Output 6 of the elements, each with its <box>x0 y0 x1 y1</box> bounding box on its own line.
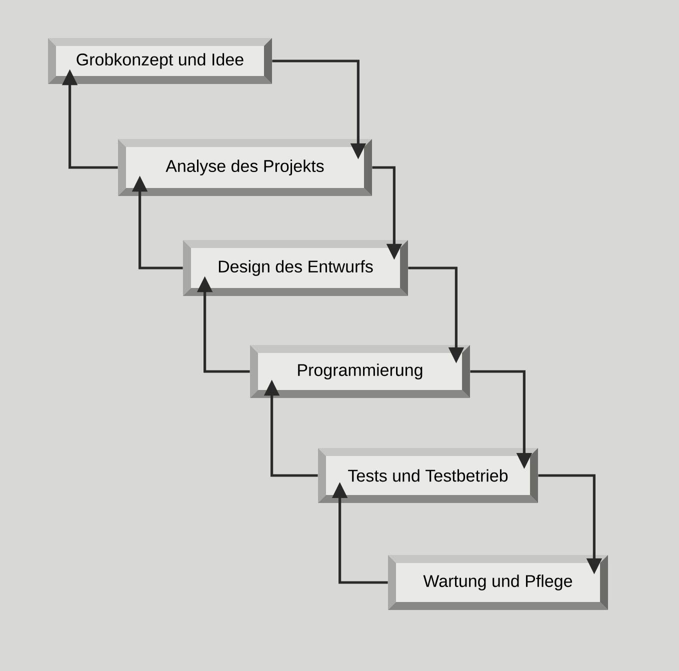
process-box: Wartung und Pflege <box>388 555 608 610</box>
process-box: Tests und Testbetrieb <box>318 448 538 503</box>
process-box: Programmierung <box>250 345 470 398</box>
process-box: Design des Entwurfs <box>183 240 408 296</box>
process-box: Grobkonzept und Idee <box>48 38 272 84</box>
process-box: Analyse des Projekts <box>118 139 372 196</box>
